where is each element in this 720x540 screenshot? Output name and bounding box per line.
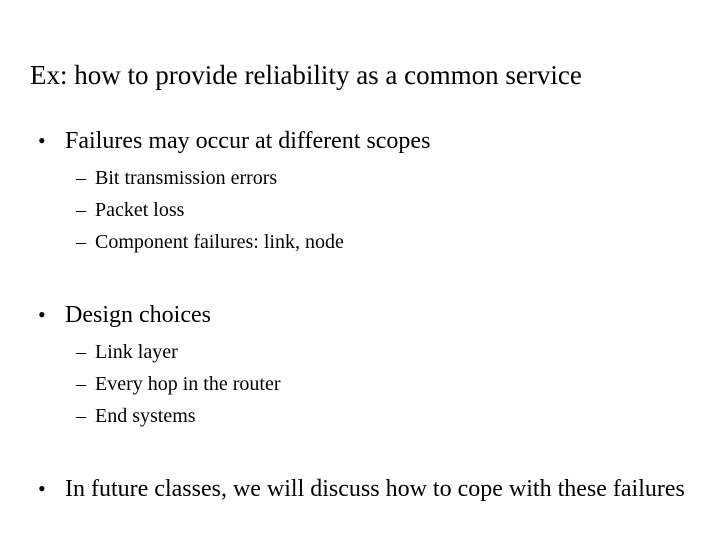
bullet-level1-label: Design choices: [65, 302, 211, 328]
dash-icon: –: [76, 405, 86, 427]
dash-icon: –: [76, 231, 86, 253]
sub-bullet-list-2: – Link layer – Every hop in the router –…: [30, 336, 702, 432]
list-item: – End systems: [30, 400, 702, 432]
bullet-group-2: • Design choices – Link layer – Every ho…: [30, 300, 702, 432]
group-spacer: [30, 258, 702, 300]
bullet-level1-label: In future classes, we will discuss how t…: [65, 476, 685, 502]
bullet-group-1: • Failures may occur at different scopes…: [30, 126, 702, 258]
sub-bullet-label: Component failures: link, node: [95, 231, 344, 253]
bullet-dot-icon: •: [38, 476, 46, 501]
dash-icon: –: [76, 199, 86, 221]
list-item: – Bit transmission errors: [30, 162, 702, 194]
sub-bullet-label: Bit transmission errors: [95, 167, 278, 189]
list-item: – Link layer: [30, 336, 702, 368]
dash-icon: –: [76, 167, 86, 189]
sub-bullet-label: Link layer: [95, 341, 178, 363]
slide-title: Ex: how to provide reliability as a comm…: [30, 60, 582, 91]
bullet-level1-label: Failures may occur at different scopes: [65, 128, 431, 154]
list-item: – Component failures: link, node: [30, 226, 702, 258]
list-item: – Every hop in the router: [30, 368, 702, 400]
sub-bullet-label: Packet loss: [95, 199, 185, 221]
list-item: – Packet loss: [30, 194, 702, 226]
dash-icon: –: [76, 341, 86, 363]
bullet-group-3: • In future classes, we will discuss how…: [30, 474, 702, 504]
sub-bullet-label: End systems: [95, 405, 196, 427]
bullet-level1-design-choices: • Design choices: [30, 300, 702, 330]
bullet-level1-future-classes: • In future classes, we will discuss how…: [30, 474, 702, 504]
slide-body: • Failures may occur at different scopes…: [30, 126, 702, 504]
bullet-level1-failures: • Failures may occur at different scopes: [30, 126, 702, 156]
sub-bullet-list-1: – Bit transmission errors – Packet loss …: [30, 162, 702, 258]
bullet-dot-icon: •: [38, 302, 46, 327]
dash-icon: –: [76, 373, 86, 395]
bullet-dot-icon: •: [38, 128, 46, 153]
group-spacer: [30, 432, 702, 474]
sub-bullet-label: Every hop in the router: [95, 373, 281, 395]
